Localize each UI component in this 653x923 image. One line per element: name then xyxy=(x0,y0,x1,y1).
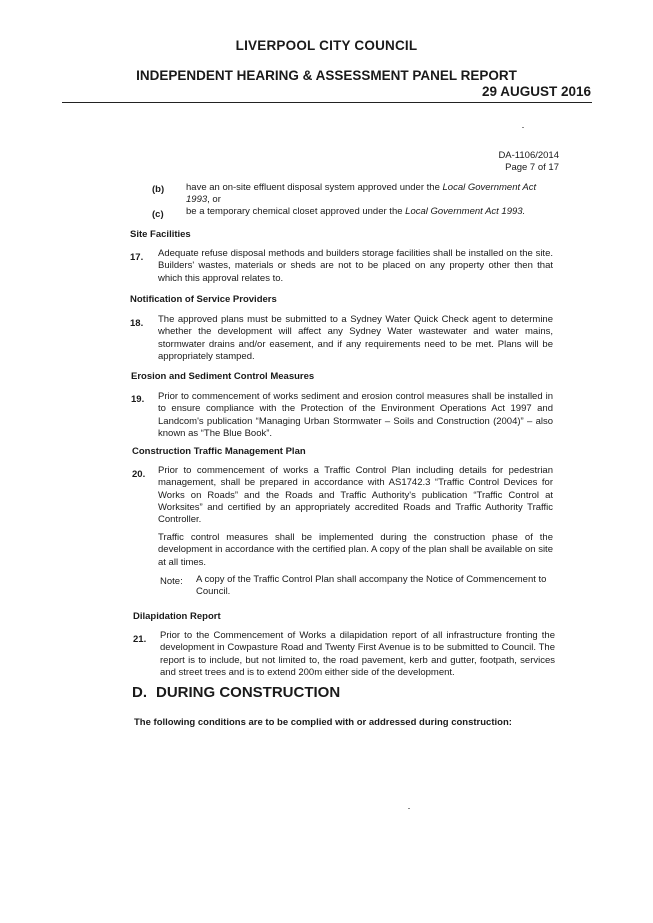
section-erosion: Erosion and Sediment Control Measures xyxy=(131,371,315,382)
report-date: 29 AUGUST 2016 xyxy=(481,84,591,99)
item-b-label: (b) xyxy=(152,184,165,195)
condition-20-number: 20. xyxy=(132,469,146,480)
item-c-label: (c) xyxy=(152,209,164,220)
section-notification: Notification of Service Providers xyxy=(130,294,277,305)
council-name: LIVERPOOL CITY COUNCIL xyxy=(235,38,418,53)
section-dilapidation: Dilapidation Report xyxy=(133,611,221,622)
part-d-intro: The following conditions are to be compl… xyxy=(134,717,512,728)
condition-17-text: Adequate refuse disposal methods and bui… xyxy=(158,248,553,284)
report-title: INDEPENDENT HEARING & ASSESSMENT PANEL R… xyxy=(136,68,517,83)
page-number: Page 7 of 17 xyxy=(505,162,559,173)
condition-20-text-1: Prior to commencement of works a Traffic… xyxy=(158,465,553,526)
condition-18-text: The approved plans must be submitted to … xyxy=(158,314,553,362)
condition-21-number: 21. xyxy=(133,634,147,645)
condition-20-note-text: A copy of the Traffic Control Plan shall… xyxy=(196,574,547,598)
section-traffic: Construction Traffic Management Plan xyxy=(132,446,306,457)
condition-19-text: Prior to commencement of works sediment … xyxy=(158,391,553,439)
item-c-text: be a temporary chemical closet approved … xyxy=(186,206,526,217)
condition-17-number: 17. xyxy=(130,252,144,263)
section-site-facilities: Site Facilities xyxy=(130,229,191,240)
part-d-letter: D. xyxy=(132,684,147,701)
da-number: DA-1106/2014 xyxy=(498,150,559,161)
condition-20-text-2: Traffic control measures shall be implem… xyxy=(158,532,553,568)
condition-20-note-label: Note: xyxy=(160,576,183,587)
item-b-text: have an on-site effluent disposal system… xyxy=(186,182,537,206)
part-d-heading: D. DURING CONSTRUCTION xyxy=(132,684,340,701)
scan-mark xyxy=(522,127,524,128)
scan-mark xyxy=(408,808,410,809)
condition-19-number: 19. xyxy=(131,394,145,405)
condition-21-text: Prior to the Commencement of Works a dil… xyxy=(160,630,555,678)
header-divider xyxy=(62,102,592,103)
part-d-title: DURING CONSTRUCTION xyxy=(156,684,341,701)
condition-18-number: 18. xyxy=(130,318,144,329)
